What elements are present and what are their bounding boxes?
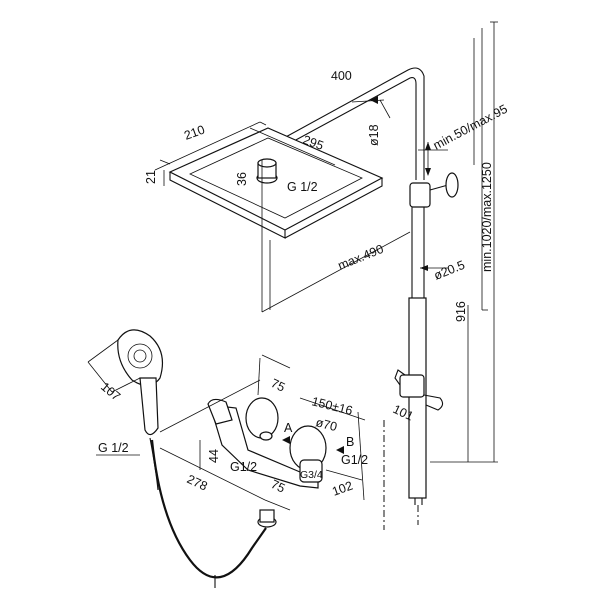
dim-278: 278 <box>185 472 210 494</box>
riser-pipe <box>408 195 427 525</box>
mixer-dims <box>159 354 366 511</box>
label-B: B <box>346 435 354 449</box>
dim-107: 107 <box>98 380 123 404</box>
dim-210: 210 <box>182 123 206 143</box>
dim-18: ø18 <box>367 124 381 146</box>
label-left-thread: G1/2 <box>230 460 257 474</box>
dim-max490: max.490 <box>336 242 386 273</box>
dim-min50-max95: min.50/max.95 <box>431 102 510 153</box>
dim-75-top: 75 <box>269 376 288 395</box>
label-right-thread: G1/2 <box>341 453 368 467</box>
shower-hose <box>150 439 267 588</box>
dimension-arrows <box>282 96 431 454</box>
shower-arm <box>261 67 425 180</box>
rain-shower-head <box>168 127 384 239</box>
label-head-thread: G 1/2 <box>287 180 318 194</box>
dim-916: 916 <box>454 301 468 322</box>
dim-102: 102 <box>330 479 354 499</box>
slide-holder <box>394 369 444 411</box>
label-hand-thread: G 1/2 <box>98 441 129 455</box>
dim-min1020-max1250: min.1020/max.1250 <box>480 162 494 272</box>
head-dimension-lines <box>154 21 498 463</box>
hand-shower-dims <box>87 339 141 456</box>
dim-70: ø70 <box>314 415 338 434</box>
label-g34-thread: G3/4 <box>300 469 323 481</box>
lower-tube <box>408 297 427 499</box>
dim-20-5: ø20.5 <box>432 258 467 283</box>
thermostatic-mixer <box>207 397 327 489</box>
label-A: A <box>284 421 293 435</box>
dim-36: 36 <box>235 172 249 186</box>
dim-44: 44 <box>207 449 221 463</box>
dim-150-16: 150±16 <box>310 394 354 418</box>
dim-400: 400 <box>331 69 352 83</box>
hose-connector <box>257 509 277 528</box>
hand-shower <box>117 329 163 491</box>
dim-295: 295 <box>301 133 325 153</box>
wall-bracket-top <box>409 172 459 208</box>
dim-21: 21 <box>144 170 158 184</box>
dim-75-bottom: 75 <box>269 477 288 496</box>
